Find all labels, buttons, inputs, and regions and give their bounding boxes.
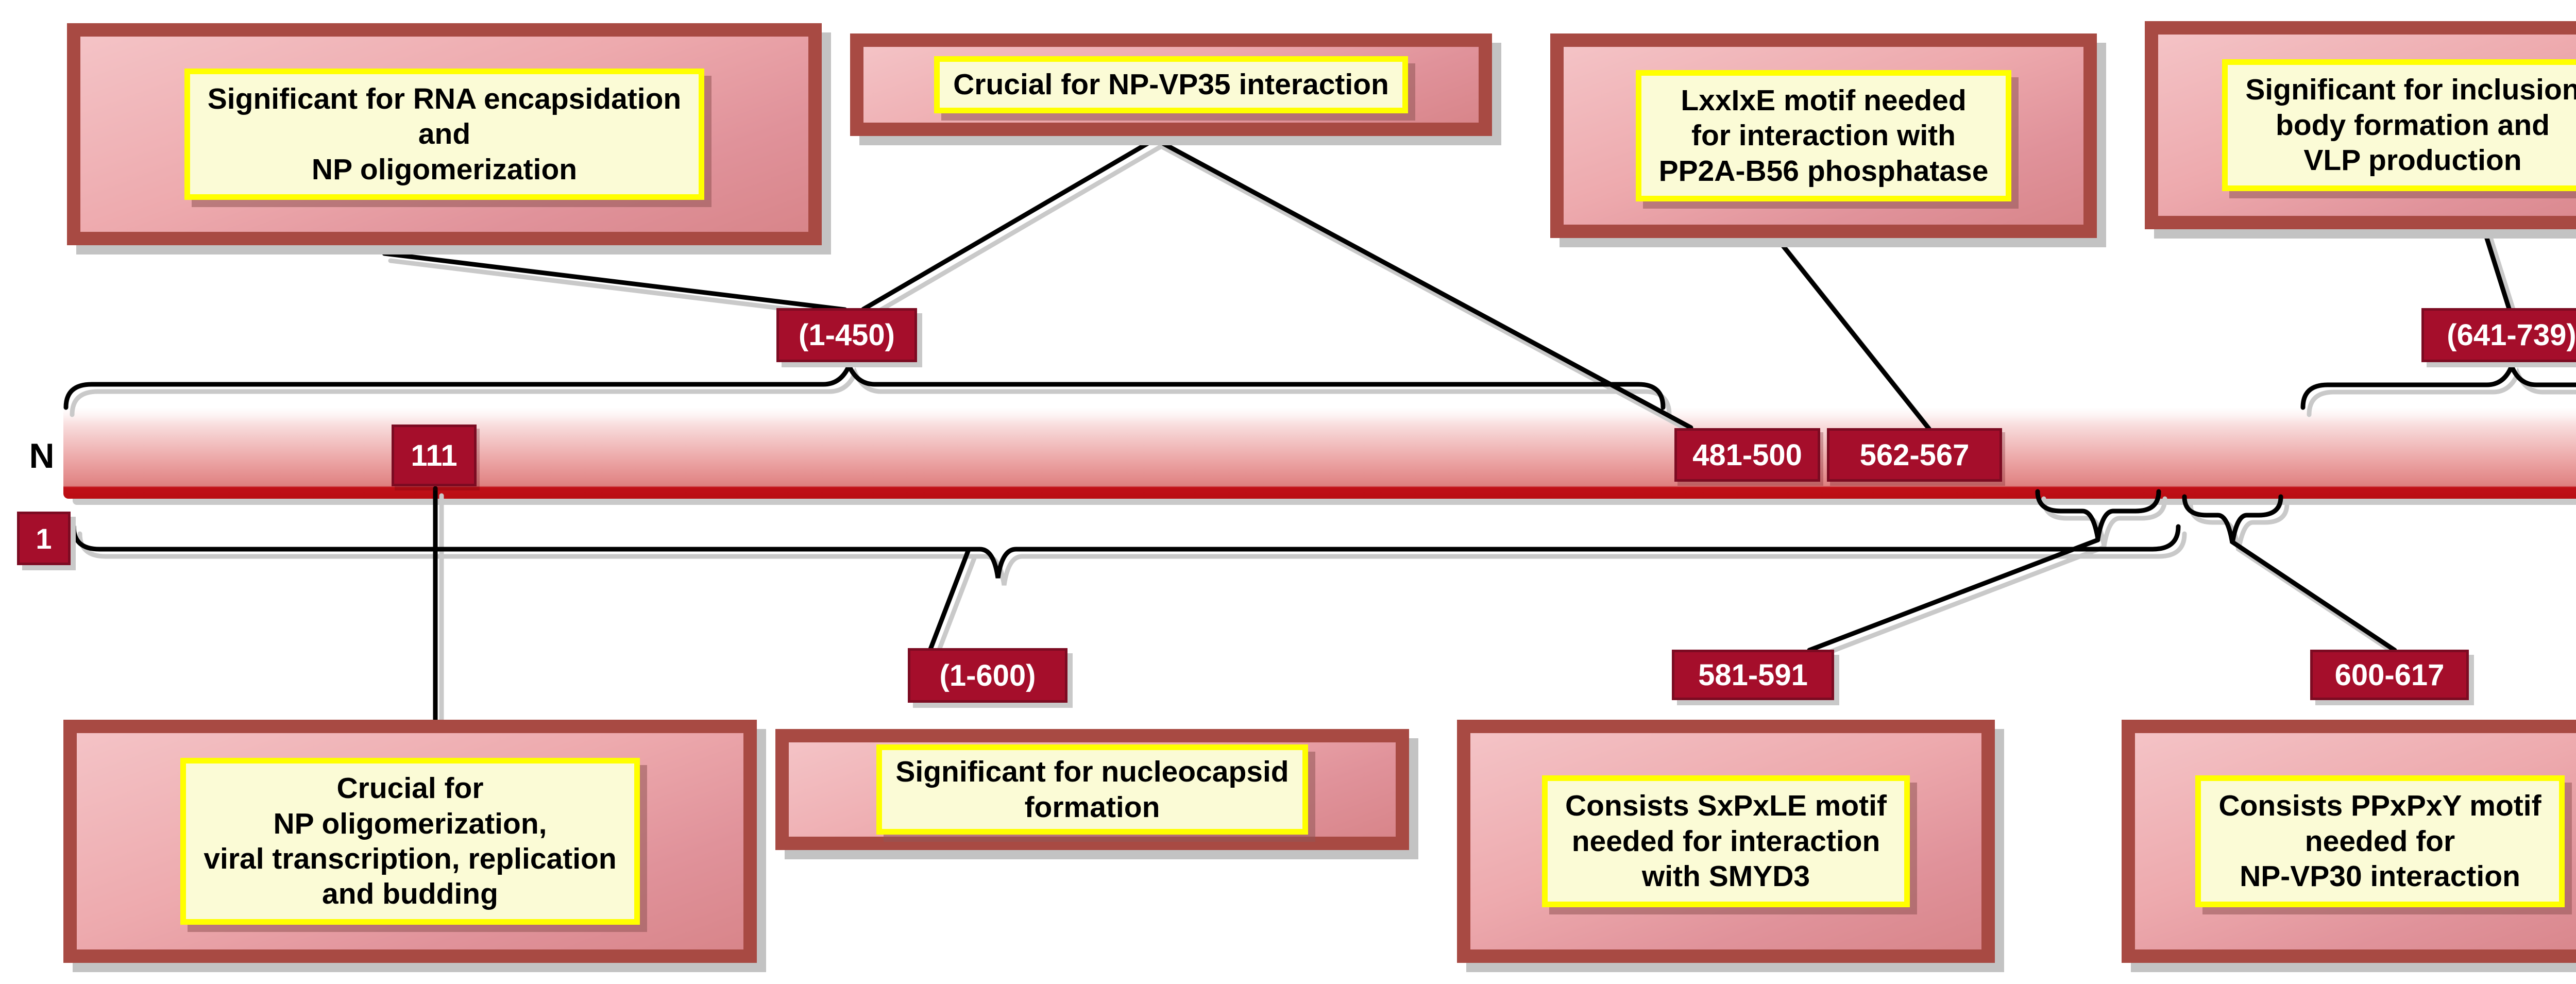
n-terminus-label: N bbox=[29, 436, 55, 476]
connector-vp35-box-to-481-500 bbox=[1153, 137, 1693, 430]
brace-region-1-600 bbox=[71, 524, 2181, 579]
connector-brace-to-581-591 bbox=[1807, 537, 2100, 653]
connector-lxxixe-box-to-562-567 bbox=[1777, 240, 1931, 431]
bar-badge-111: 111 bbox=[392, 425, 477, 486]
callout-np-oligomerization: Crucial for NP oligomerization, viral tr… bbox=[63, 720, 757, 963]
residue-badge-1: 1 bbox=[17, 512, 71, 565]
callout-np-vp35-interaction-text: Crucial for NP-VP35 interaction bbox=[934, 56, 1408, 113]
region-badge-1-600: (1-600) bbox=[908, 648, 1067, 703]
protein-bar bbox=[63, 408, 2576, 499]
callout-rna-encapsidation-text: Significant for RNA encapsidation and NP… bbox=[184, 68, 705, 200]
callout-ppxpxy-motif: Consists PPxPxY motif needed for NP-VP30… bbox=[2122, 720, 2576, 963]
brace-region-641-739 bbox=[2300, 360, 2576, 410]
callout-np-vp35-interaction: Crucial for NP-VP35 interaction bbox=[850, 33, 1492, 136]
callout-lxxixe-motif: LxxIxE motif needed for interaction with… bbox=[1550, 33, 2097, 238]
bar-badge-481-500: 481-500 bbox=[1674, 428, 1820, 482]
callout-sxpxle-motif-text: Consists SxPxLE motif needed for interac… bbox=[1542, 775, 1910, 907]
bar-badge-562-567: 562-567 bbox=[1827, 428, 2002, 482]
callout-sxpxle-motif: Consists SxPxLE motif needed for interac… bbox=[1457, 720, 1995, 963]
brace-region-1-450 bbox=[63, 360, 1666, 410]
callout-np-oligomerization-text: Crucial for NP oligomerization, viral tr… bbox=[180, 758, 640, 925]
connector-brace-to-600-617 bbox=[2230, 539, 2397, 653]
callout-rna-encapsidation: Significant for RNA encapsidation and NP… bbox=[67, 23, 822, 245]
region-badge-1-450: (1-450) bbox=[776, 308, 917, 362]
callout-nucleocapsid-formation-text: Significant for nucleocapsid formation bbox=[876, 744, 1308, 835]
callout-inclusion-body: Significant for inclusion body formation… bbox=[2145, 21, 2576, 229]
callout-nucleocapsid-formation: Significant for nucleocapsid formation bbox=[775, 729, 1409, 850]
connector-vp35-box-to-1-450 bbox=[861, 137, 1158, 312]
connector-brace-to-1-600 bbox=[928, 547, 971, 652]
region-badge-600-617: 600-617 bbox=[2310, 650, 2469, 700]
region-badge-641-739: (641-739) bbox=[2421, 308, 2576, 362]
connector-inclusion-box-to-641-739 bbox=[2482, 229, 2512, 311]
callout-ppxpxy-motif-text: Consists PPxPxY motif needed for NP-VP30… bbox=[2195, 775, 2565, 907]
callout-inclusion-body-text: Significant for inclusion body formation… bbox=[2222, 59, 2576, 191]
connector-rna-box-to-1-450 bbox=[382, 251, 848, 312]
region-badge-581-591: 581-591 bbox=[1672, 650, 1834, 700]
callout-lxxixe-motif-text: LxxIxE motif needed for interaction with… bbox=[1635, 70, 2012, 202]
